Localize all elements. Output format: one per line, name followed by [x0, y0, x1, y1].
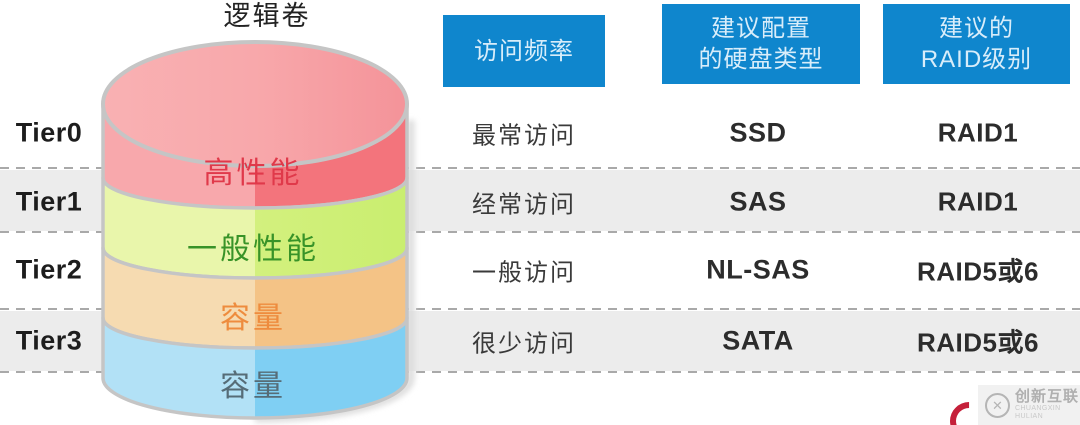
- cylinder-label-capacity-2: 容量: [220, 370, 286, 403]
- cell-disk-tier1: SAS: [729, 186, 787, 217]
- tier-label-3: Tier3: [15, 325, 83, 356]
- row-divider-2: [0, 231, 1080, 233]
- cell-access-tier2: 一般访问: [472, 259, 576, 287]
- tier-label-2: Tier2: [15, 254, 83, 285]
- page-title: 逻辑卷: [223, 1, 311, 31]
- tier-label-0: Tier0: [15, 117, 83, 148]
- row-divider-4: [0, 371, 1080, 373]
- cell-access-tier0: 最常访问: [472, 122, 576, 150]
- row-divider-1: [0, 167, 1080, 169]
- header-disk-type-line2: 的硬盘类型: [698, 46, 824, 73]
- cylinder-label-general-performance: 一般性能: [187, 233, 319, 266]
- header-access-frequency-label: 访问频率: [474, 37, 574, 65]
- cell-access-tier1: 经常访问: [472, 191, 576, 219]
- watermark-subtext: CHUANGXIN HULIAN: [1015, 405, 1061, 420]
- header-access-frequency: 访问频率: [443, 15, 605, 87]
- cell-raid-tier3: RAID5或6: [917, 327, 1039, 358]
- cylinder-label-high-performance: 高性能: [204, 157, 303, 190]
- cell-raid-tier2: RAID5或6: [917, 256, 1039, 287]
- watermark-logo-icon: ✕: [985, 392, 1010, 418]
- header-raid-level-line1: 建议的: [939, 15, 1014, 42]
- cylinder-label-capacity: 容量: [220, 302, 286, 335]
- row-divider-3: [0, 308, 1080, 310]
- tier-label-1: Tier1: [15, 186, 83, 217]
- cell-disk-tier3: SATA: [722, 325, 794, 356]
- cylinder-layer-capacity-2: [101, 316, 409, 420]
- header-disk-type-line1: 建议配置: [711, 15, 811, 42]
- cell-access-tier3: 很少访问: [472, 330, 576, 358]
- watermark: ✕ 创新互联 CHUANGXIN HULIAN: [978, 385, 1080, 425]
- header-raid-level-line2: RAID级别: [920, 46, 1033, 73]
- cell-disk-tier0: SSD: [729, 117, 787, 148]
- cell-raid-tier0: RAID1: [937, 117, 1019, 148]
- watermark-brand: 创新互联: [1015, 388, 1080, 405]
- cylinder-top-ellipse: [101, 40, 409, 168]
- header-raid-level: 建议的 RAID级别: [883, 4, 1070, 84]
- cell-raid-tier1: RAID1: [937, 186, 1019, 217]
- cell-disk-tier2: NL-SAS: [706, 254, 810, 285]
- header-disk-type: 建议配置 的硬盘类型: [662, 4, 860, 84]
